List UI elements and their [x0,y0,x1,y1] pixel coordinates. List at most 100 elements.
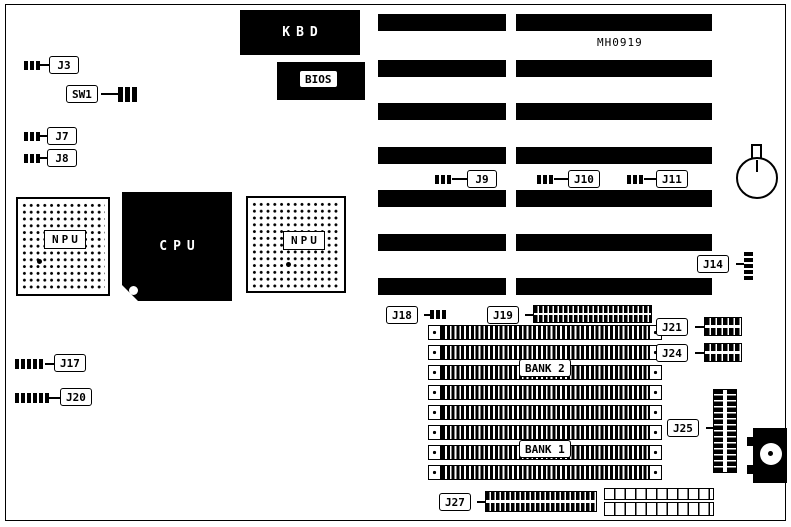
npu-right-pin1-dot [286,262,291,267]
label-sw1: SW1 [66,85,98,103]
simm-latch [649,405,662,420]
wire-j25 [706,427,713,429]
wire-j17 [45,363,55,365]
wire-sw1 [101,93,118,95]
isa-slot-left-3 [378,103,506,120]
simm-latch [428,405,441,420]
label-j21: J21 [656,318,688,336]
pin-header-j19 [533,305,652,323]
jumper-j8 [24,154,40,163]
npu-right-label: NPU [283,231,325,250]
wire-j11 [644,178,657,180]
label-j27: J27 [439,493,471,511]
isa-slot-right-7 [516,278,712,295]
npu-left-pin1-dot [37,259,42,264]
simm-latch [428,465,441,480]
simm-latch [428,365,441,380]
wire-j20 [49,397,61,399]
board-model-label: MH0919 [597,36,643,49]
label-j11: J11 [656,170,688,188]
simm-latch [649,425,662,440]
cpu-pin1-notch [129,286,138,295]
label-j8: J8 [47,149,77,167]
din-mount-tab-bottom [747,465,753,474]
wire-j3 [40,64,50,66]
simm-latch [428,385,441,400]
pin-grid-j21 [704,317,742,336]
jumper-j20 [15,393,49,403]
pin-grid-j25 [713,389,737,473]
isa-slot-left-4 [378,147,506,164]
wire-j14 [736,263,744,265]
jumper-j3 [24,61,40,70]
solder-pad-strip-bottom [604,502,714,516]
simm-socket-8 [441,465,649,480]
simm-latch [649,365,662,380]
label-j25: J25 [667,419,699,437]
jumper-j17 [15,359,45,369]
battery-contact [756,160,758,172]
wire-j24 [695,352,704,354]
simm-socket-4 [441,385,649,400]
sw1-dip-switch [118,87,138,102]
wire-j7 [40,135,48,137]
kbd-chip: KBD [240,10,360,55]
simm-latch [428,445,441,460]
wire-j27 [477,501,485,503]
jumper-j10 [537,175,554,184]
wire-j9 [452,178,468,180]
label-j17: J17 [54,354,86,372]
jumper-j9 [435,175,452,184]
label-j3: J3 [49,56,79,74]
bios-label: BIOS [299,70,338,88]
battery [736,157,778,199]
din-connector-pin [768,451,773,456]
isa-slot-right-6 [516,234,712,251]
label-j18: J18 [386,306,418,324]
cpu-label: CPU [159,239,201,254]
isa-slot-right-1 [516,14,712,31]
simm-latch [649,445,662,460]
simm-socket-1 [441,325,649,340]
wire-j8 [40,157,48,159]
solder-pad-strip-top [604,488,714,500]
jumper-j14 [744,250,753,280]
jumper-j11 [627,175,644,184]
kbd-label: KBD [282,25,324,40]
label-j10: J10 [568,170,600,188]
wire-j18 [424,314,430,316]
isa-slot-left-7 [378,278,506,295]
isa-slot-right-3 [516,103,712,120]
jumper-j7 [24,132,40,141]
label-j9: J9 [467,170,497,188]
isa-slot-right-5 [516,190,712,207]
wire-j10 [554,178,569,180]
isa-slot-left-5 [378,190,506,207]
cpu-chip: CPU [122,192,232,301]
isa-slot-left-1 [378,14,506,31]
wire-j19 [525,314,533,316]
isa-slot-left-2 [378,60,506,77]
simm-latch [649,385,662,400]
board-outline [5,4,786,521]
simm-socket-5 [441,405,649,420]
simm-latch [428,425,441,440]
simm-latch [428,345,441,360]
pin-grid-j24 [704,343,742,362]
label-j14: J14 [697,255,729,273]
isa-slot-right-2 [516,60,712,77]
pin-header-j27 [485,491,597,512]
simm-latch [649,465,662,480]
label-j20: J20 [60,388,92,406]
wire-j21 [695,326,704,328]
isa-slot-left-6 [378,234,506,251]
din-mount-tab-top [747,437,753,446]
simm-latch [428,325,441,340]
label-j7: J7 [47,127,77,145]
bank2-label: BANK 2 [519,359,571,377]
label-j24: J24 [656,344,688,362]
label-j19: J19 [487,306,519,324]
bank1-label: BANK 1 [519,440,571,458]
isa-slot-right-4 [516,147,712,164]
